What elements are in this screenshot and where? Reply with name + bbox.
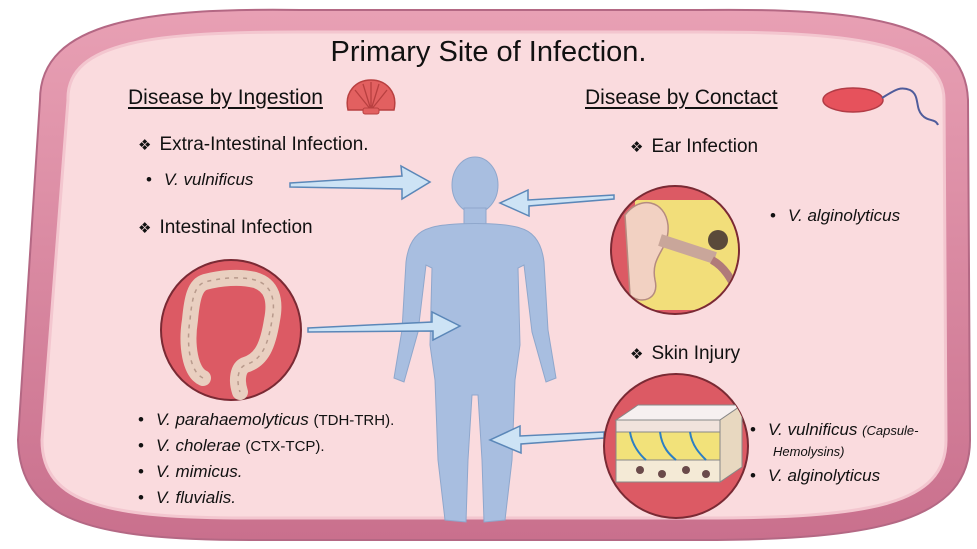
list-item: •V. vulnificus: [146, 170, 253, 190]
skin-injury-heading: ❖ Skin Injury: [630, 343, 740, 365]
diamond-bullet-icon: ❖: [630, 346, 643, 363]
species-name: V. alginolyticus: [788, 206, 900, 225]
list-item: •V. cholerae (CTX-TCP).: [138, 436, 325, 456]
ear-infection-heading: ❖ Ear Infection: [630, 136, 758, 158]
list-item: •V. fluvialis.: [138, 488, 236, 508]
species-name: V. vulnificus: [164, 170, 253, 189]
species-note: (Capsule-: [862, 423, 918, 438]
species-name: V. vulnificus: [768, 420, 857, 439]
species-note: (TDH-TRH).: [313, 412, 394, 429]
page-title: Primary Site of Infection.: [0, 36, 977, 69]
ingestion-heading: Disease by Ingestion: [128, 86, 323, 110]
intestine-icon: [161, 260, 301, 400]
contact-heading: Disease by Conctact: [585, 86, 778, 110]
list-item: •V. parahaemolyticus (TDH-TRH).: [138, 410, 394, 430]
diamond-bullet-icon: ❖: [630, 139, 643, 156]
diamond-bullet-icon: ❖: [138, 220, 151, 237]
list-item: •V. mimicus.: [138, 462, 243, 482]
species-name: V. fluvialis.: [156, 488, 236, 507]
species-name: V. alginolyticus: [768, 466, 880, 485]
list-item: •V. vulnificus (Capsule-: [750, 420, 919, 440]
species-name: V. parahaemolyticus: [156, 410, 309, 429]
extra-intestinal-heading: ❖ Extra-Intestinal Infection.: [138, 134, 369, 156]
extra-intestinal-label: Extra-Intestinal Infection.: [159, 134, 368, 155]
species-name: V. cholerae: [156, 436, 241, 455]
species-note: (CTX-TCP).: [245, 438, 324, 455]
skin-layers-icon: [604, 374, 748, 518]
diamond-bullet-icon: ❖: [138, 137, 151, 154]
skin-injury-label: Skin Injury: [651, 343, 740, 364]
intestinal-heading: ❖ Intestinal Infection: [138, 217, 313, 239]
species-note-continued: Hemolysins): [773, 444, 845, 459]
list-item: •V. alginolyticus: [770, 206, 900, 226]
list-item: •V. alginolyticus: [750, 466, 880, 486]
intestinal-label: Intestinal Infection: [159, 217, 312, 238]
species-name: V. mimicus.: [156, 462, 243, 481]
ear-infection-label: Ear Infection: [651, 136, 758, 157]
